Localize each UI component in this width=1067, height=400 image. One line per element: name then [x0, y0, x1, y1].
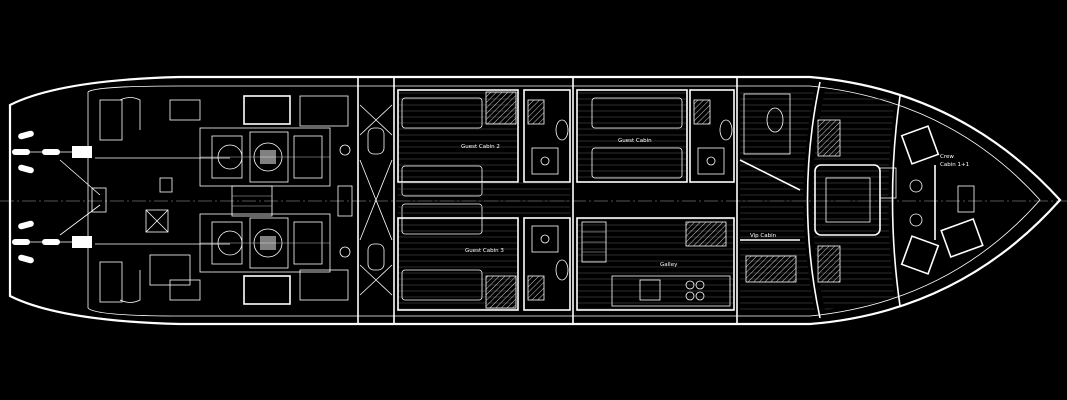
crew-cabin: [900, 125, 984, 275]
label-vip-cabin: Vip Cabin: [750, 233, 777, 239]
guest-cabins-aft: [397, 89, 571, 311]
label-guest-cabin-2: Guest Cabin 2: [461, 144, 500, 150]
hull-outline: [8, 75, 1062, 326]
label-guest-cabin: Guest Cabin: [618, 138, 652, 144]
label-galley: Galley: [660, 262, 678, 268]
label-guest-cabin-3: Guest Cabin 3: [465, 248, 504, 254]
void-space: [359, 104, 393, 296]
label-crew-cabin-line1: Crew: [940, 154, 954, 160]
guest-cabin-and-galley: [576, 89, 735, 311]
forward-cabin: [812, 90, 897, 310]
engine-room: [95, 95, 353, 305]
bulkheads: [357, 77, 901, 324]
propellers: [12, 130, 107, 264]
hull-inner-outline: [87, 85, 1041, 317]
vip-cabin: [739, 90, 815, 310]
label-crew-cabin-line2: Cabin 1+1: [940, 162, 969, 168]
